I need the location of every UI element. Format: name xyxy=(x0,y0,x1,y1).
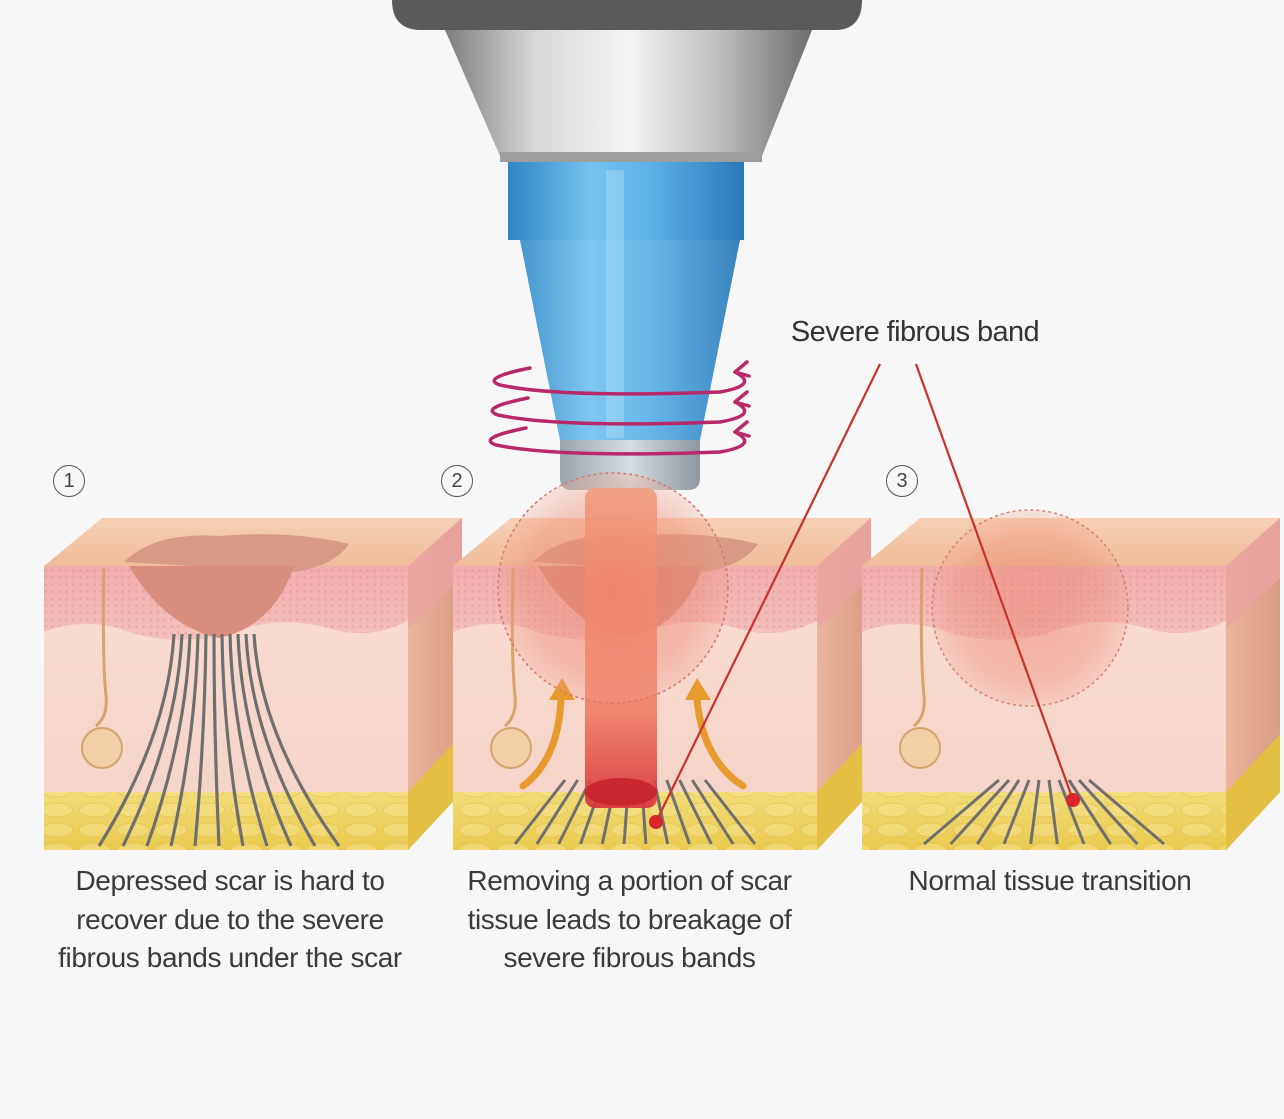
callout-label-severe-fibrous-band: Severe fibrous band xyxy=(790,316,1040,348)
fibrous-band xyxy=(169,633,200,847)
step-marker-2: 2 xyxy=(441,465,473,497)
skin-block-normal xyxy=(862,509,1280,850)
fat-cells xyxy=(862,792,1226,850)
fibrous-band-fragment xyxy=(703,779,757,845)
treatment-hotspot xyxy=(585,778,657,806)
scar-depression xyxy=(129,566,294,638)
fibrous-band-fragment xyxy=(1057,779,1086,845)
fibrous-band-fragment xyxy=(1077,778,1139,846)
arrowhead-right-icon xyxy=(685,678,711,700)
skin-block-scarred xyxy=(44,518,462,850)
fibrous-band xyxy=(220,633,245,847)
callout-point-treatment xyxy=(649,815,663,829)
skin-block-treatment xyxy=(453,472,871,850)
hair-follicle xyxy=(912,567,926,728)
fibrous-band-fragment xyxy=(1002,779,1031,845)
fibrous-band-fragment xyxy=(691,779,735,845)
fibrous-band-fragment xyxy=(976,779,1021,845)
epidermis-side xyxy=(817,518,871,628)
step-3-caption: Normal tissue transition xyxy=(908,865,1192,896)
fibrous-band-fragment xyxy=(513,779,567,845)
step-2-caption: Removing a portion of scar tissue leads … xyxy=(467,865,792,973)
fibrous-band-fragment xyxy=(535,779,579,845)
scar-surface xyxy=(124,534,349,572)
fibrous-band xyxy=(212,633,221,847)
fibrous-band xyxy=(244,633,317,847)
fat-cells xyxy=(44,792,408,850)
healed-area-glow xyxy=(931,509,1129,707)
epidermis-side xyxy=(408,518,462,628)
step-marker-1: 1 xyxy=(53,465,85,497)
fibrous-band xyxy=(193,633,208,847)
step-1-caption: Depressed scar is hard to recover due to… xyxy=(58,865,402,973)
upward-arrow-left-icon xyxy=(519,696,565,790)
fibrous-band-fragment xyxy=(949,778,1011,846)
epidermis-side xyxy=(1226,518,1280,628)
fibrous-band-fragment xyxy=(1067,779,1112,845)
fibrous-band-fragment xyxy=(678,779,713,845)
fibrous-band xyxy=(252,633,341,847)
fibrous-band xyxy=(145,633,192,847)
sweat-gland xyxy=(899,727,941,769)
fibrous-band xyxy=(121,633,184,847)
fat-side xyxy=(408,734,462,850)
fibrous-band xyxy=(97,633,176,847)
treatment-glow xyxy=(497,472,729,704)
fat-side xyxy=(1226,734,1280,850)
fibrous-band xyxy=(236,633,293,847)
callout-point-normal xyxy=(1066,793,1080,807)
fibrous-band-fragment xyxy=(1029,779,1041,845)
sweat-gland xyxy=(490,727,532,769)
fibrous-band xyxy=(228,633,269,847)
fibrous-band-fragment xyxy=(1088,778,1165,846)
step-marker-3: 3 xyxy=(886,465,918,497)
callout-leader-lines xyxy=(655,363,1075,823)
sweat-gland xyxy=(81,727,123,769)
fat-side xyxy=(817,734,871,850)
handpiece-device xyxy=(392,0,862,490)
hair-follicle xyxy=(94,567,108,728)
fibrous-band-fragment xyxy=(1047,779,1059,845)
upward-arrow-right-icon xyxy=(693,696,747,790)
fibrous-band-fragment xyxy=(923,778,1000,846)
rotation-arrows-icon xyxy=(488,360,751,456)
